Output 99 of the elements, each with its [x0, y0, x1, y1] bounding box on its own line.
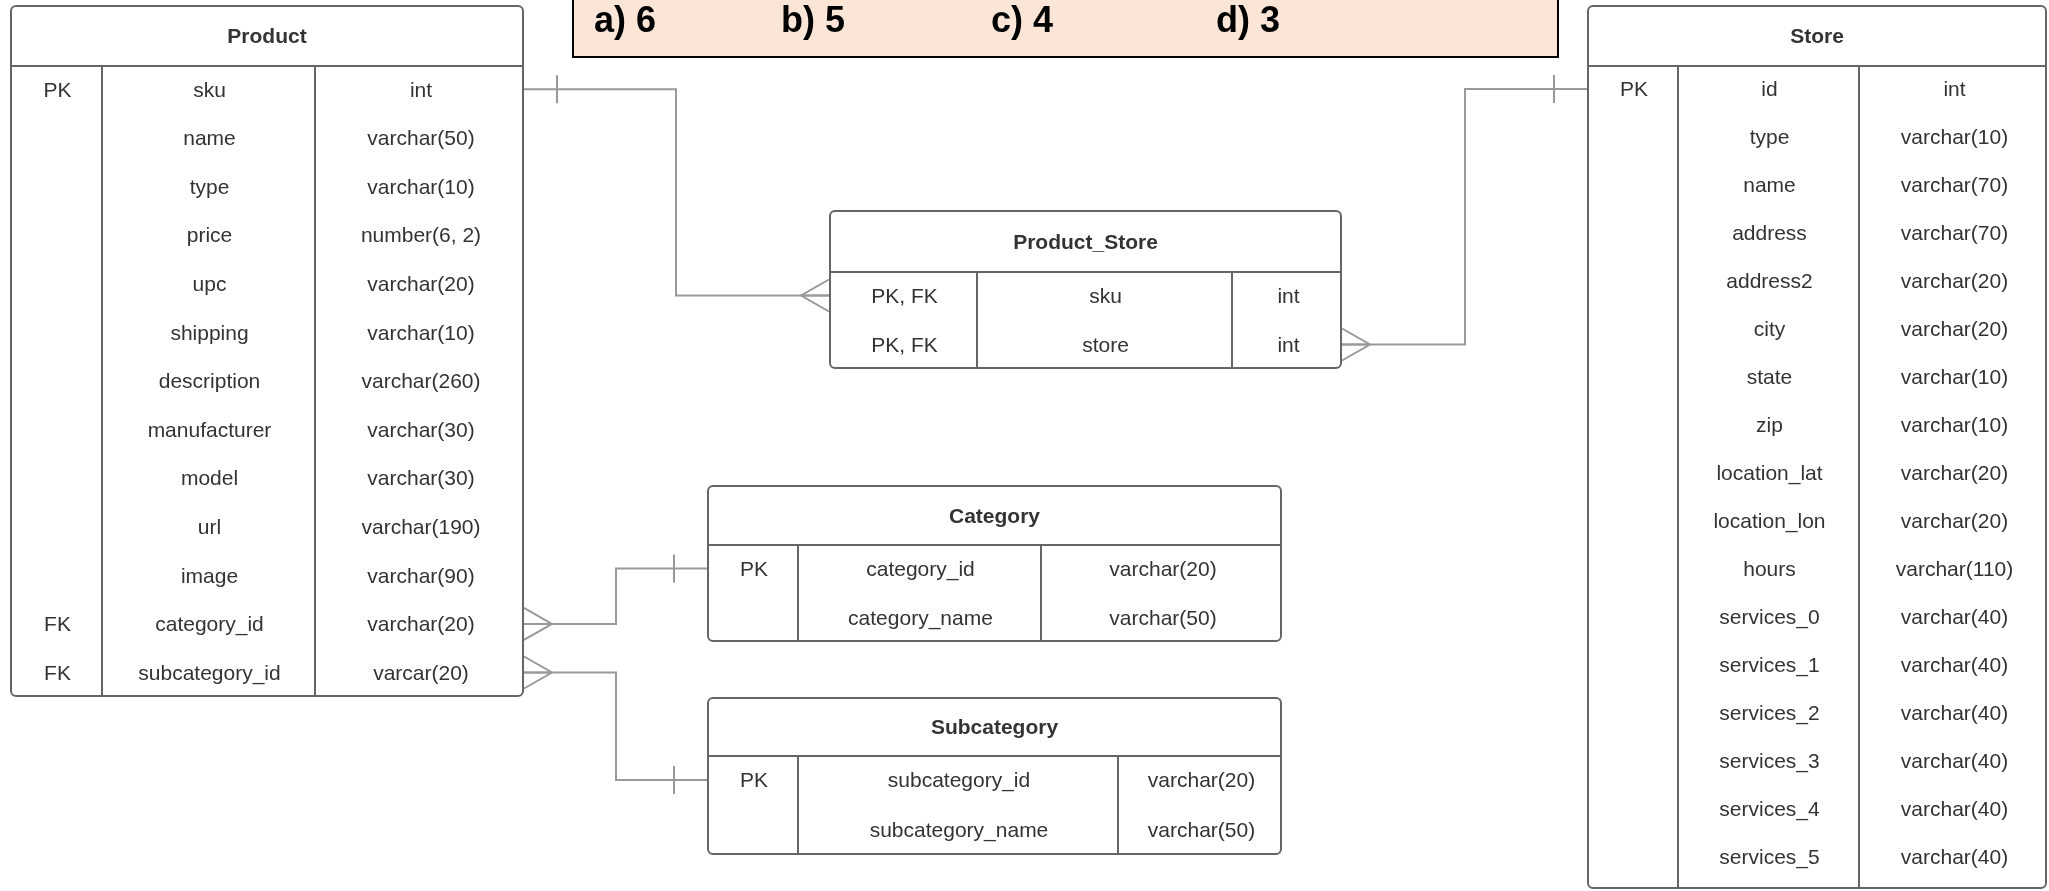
column-name: name [183, 125, 236, 152]
entity-table [707, 697, 1282, 855]
data-type: int [1277, 282, 1300, 309]
column-name: image [180, 562, 239, 589]
answer-option: a) 6 [594, 2, 657, 38]
data-type: varchar(190) [361, 513, 481, 540]
data-type: varchar(40) [1900, 796, 2009, 823]
column-name: services_4 [1719, 796, 1820, 823]
data-type: varcar(20) [373, 659, 469, 686]
column-name: services_5 [1719, 844, 1820, 871]
column-name: sku [193, 76, 226, 103]
relationship-line [523, 74, 830, 313]
data-type: varchar(40) [1900, 652, 2009, 679]
column-name: category_id [155, 611, 264, 638]
column-name: services_1 [1719, 652, 1820, 679]
data-type: varchar(40) [1900, 844, 2009, 871]
data-type: varchar(90) [367, 562, 475, 589]
data-type: varchar(70) [1900, 220, 2009, 247]
data-type: varchar(40) [1900, 748, 2009, 775]
column-name: address [1732, 220, 1807, 247]
table-title: Category [949, 502, 1040, 529]
data-type: varchar(50) [1147, 817, 1256, 844]
answer-option: b) 5 [781, 2, 845, 38]
column-name: hours [1743, 556, 1796, 583]
column-name: type [1749, 124, 1790, 151]
table-title: Product_Store [1013, 228, 1158, 255]
key-label: FK [44, 659, 71, 686]
data-type: varchar(20) [1900, 268, 2009, 295]
column-name: manufacturer [147, 416, 272, 443]
column-name: location_lon [1713, 508, 1826, 535]
relationship-line [523, 553, 708, 641]
data-type: varchar(20) [367, 611, 475, 638]
relationship-line [1341, 74, 1588, 362]
column-name: address2 [1726, 268, 1813, 295]
column-name: name [1743, 172, 1796, 199]
column-name: price [186, 222, 233, 249]
table-title: Product [227, 23, 307, 50]
key-label: PK [1620, 76, 1648, 103]
entity-table [829, 210, 1342, 369]
data-type: varchar(20) [1900, 316, 2009, 343]
data-type: varchar(10) [367, 319, 475, 346]
data-type: varchar(20) [367, 270, 475, 297]
key-label: PK [740, 555, 768, 582]
data-type: varchar(70) [1900, 172, 2009, 199]
data-type: int [1943, 76, 1966, 103]
relationship-line [523, 655, 708, 795]
data-type: varchar(260) [361, 368, 481, 395]
column-name: category_id [866, 555, 975, 583]
data-type: varchar(30) [367, 465, 475, 492]
answer-option: c) 4 [991, 2, 1054, 38]
data-type: varchar(10) [1900, 124, 2009, 151]
data-type: varchar(10) [1900, 364, 2009, 391]
column-name: location_lat [1716, 460, 1823, 487]
table-title: Store [1790, 23, 1844, 50]
data-type: number(6, 2) [360, 222, 482, 249]
entity-table [10, 5, 524, 697]
column-name: subcategory_id [138, 659, 281, 687]
key-label: PK, FK [871, 282, 938, 309]
data-type: varchar(20) [1109, 555, 1217, 582]
data-type: varchar(20) [1900, 508, 2009, 535]
column-name: sku [1089, 282, 1122, 309]
column-name: subcategory_id [887, 767, 1031, 794]
data-type: varchar(10) [1900, 412, 2009, 439]
data-type: varchar(20) [1147, 767, 1256, 794]
entity-table [707, 485, 1282, 642]
key-label: PK [43, 76, 72, 103]
key-label: FK [44, 611, 71, 638]
column-name: category_name [848, 604, 993, 632]
data-type: varchar(30) [367, 416, 475, 443]
data-type: varchar(110) [1895, 556, 2014, 583]
column-name: upc [192, 270, 227, 297]
column-name: description [158, 368, 261, 395]
column-name: subcategory_name [869, 817, 1049, 844]
data-type: varchar(40) [1900, 700, 2009, 727]
column-name: services_0 [1719, 604, 1820, 631]
answer-option: d) 3 [1216, 2, 1280, 38]
column-name: id [1761, 76, 1778, 103]
data-type: varchar(50) [367, 125, 475, 152]
key-label: PK, FK [871, 331, 938, 358]
table-title: Subcategory [930, 714, 1059, 741]
key-label: PK [740, 767, 768, 794]
column-name: city [1753, 316, 1786, 343]
column-name: state [1746, 364, 1793, 391]
entity-table [1587, 5, 2047, 889]
column-name: type [189, 173, 230, 200]
column-name: services_3 [1719, 748, 1820, 775]
answer-options-box [572, 0, 1559, 58]
column-name: store [1082, 331, 1129, 358]
data-type: varchar(50) [1109, 604, 1217, 631]
data-type: varchar(40) [1900, 604, 2009, 631]
data-type: int [409, 76, 433, 103]
data-type: varchar(20) [1900, 460, 2009, 487]
data-type: int [1277, 331, 1300, 358]
column-name: model [180, 465, 239, 492]
column-name: url [197, 513, 222, 540]
data-type: varchar(10) [367, 173, 475, 200]
column-name: shipping [170, 319, 249, 346]
column-name: zip [1756, 412, 1783, 439]
column-name: services_2 [1719, 700, 1820, 727]
